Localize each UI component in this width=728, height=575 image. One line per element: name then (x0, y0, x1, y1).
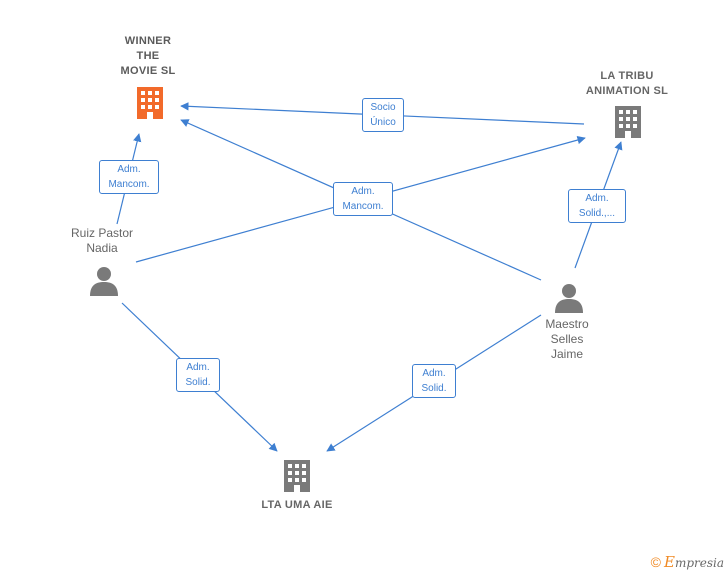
brand-name: Empresia (663, 553, 724, 571)
label-line: MOVIE SL (120, 65, 176, 77)
building-icon[interactable] (284, 460, 310, 492)
label-line: LTA UMA AIE (261, 499, 333, 511)
node-label-winner[interactable]: WINNER THE MOVIE SL (108, 34, 188, 79)
brand-logo: ©Empresia (651, 553, 724, 571)
label-line: THE (136, 50, 160, 62)
label-line: Nadia (86, 241, 118, 255)
label-line: Jaime (550, 347, 583, 361)
label-line: Maestro (545, 317, 589, 331)
person-icon[interactable] (555, 284, 583, 313)
edge-label-socio-unico[interactable]: Socio Único (362, 98, 404, 132)
label-line: LA TRIBU (600, 70, 654, 82)
label-line: Selles (550, 332, 584, 346)
label-line: ANIMATION SL (585, 85, 669, 97)
node-label-maestro[interactable]: Maestro Selles Jaime (522, 317, 612, 362)
edge-label-adm-solid-maestro-lta[interactable]: Adm. Solid. (412, 364, 456, 398)
building-icon[interactable] (615, 106, 641, 138)
node-label-tribu[interactable]: LA TRIBU ANIMATION SL (575, 69, 679, 99)
edge-label-adm-mancom-cross[interactable]: Adm. Mancom. (333, 182, 393, 216)
copyright-icon: © (650, 554, 661, 570)
edge-label-adm-solid-maestro-tribu[interactable]: Adm. Solid.,... (568, 189, 626, 223)
node-label-lta[interactable]: LTA UMA AIE (245, 498, 349, 513)
edge-label-adm-mancom-ruiz[interactable]: Adm. Mancom. (99, 160, 159, 194)
edge-label-adm-solid-ruiz-lta[interactable]: Adm. Solid. (176, 358, 220, 392)
node-label-ruiz[interactable]: Ruiz Pastor Nadia (57, 226, 147, 256)
person-icon[interactable] (90, 267, 118, 296)
building-icon[interactable] (137, 87, 163, 119)
label-line: Ruiz Pastor (70, 226, 134, 240)
label-line: WINNER (124, 35, 172, 47)
